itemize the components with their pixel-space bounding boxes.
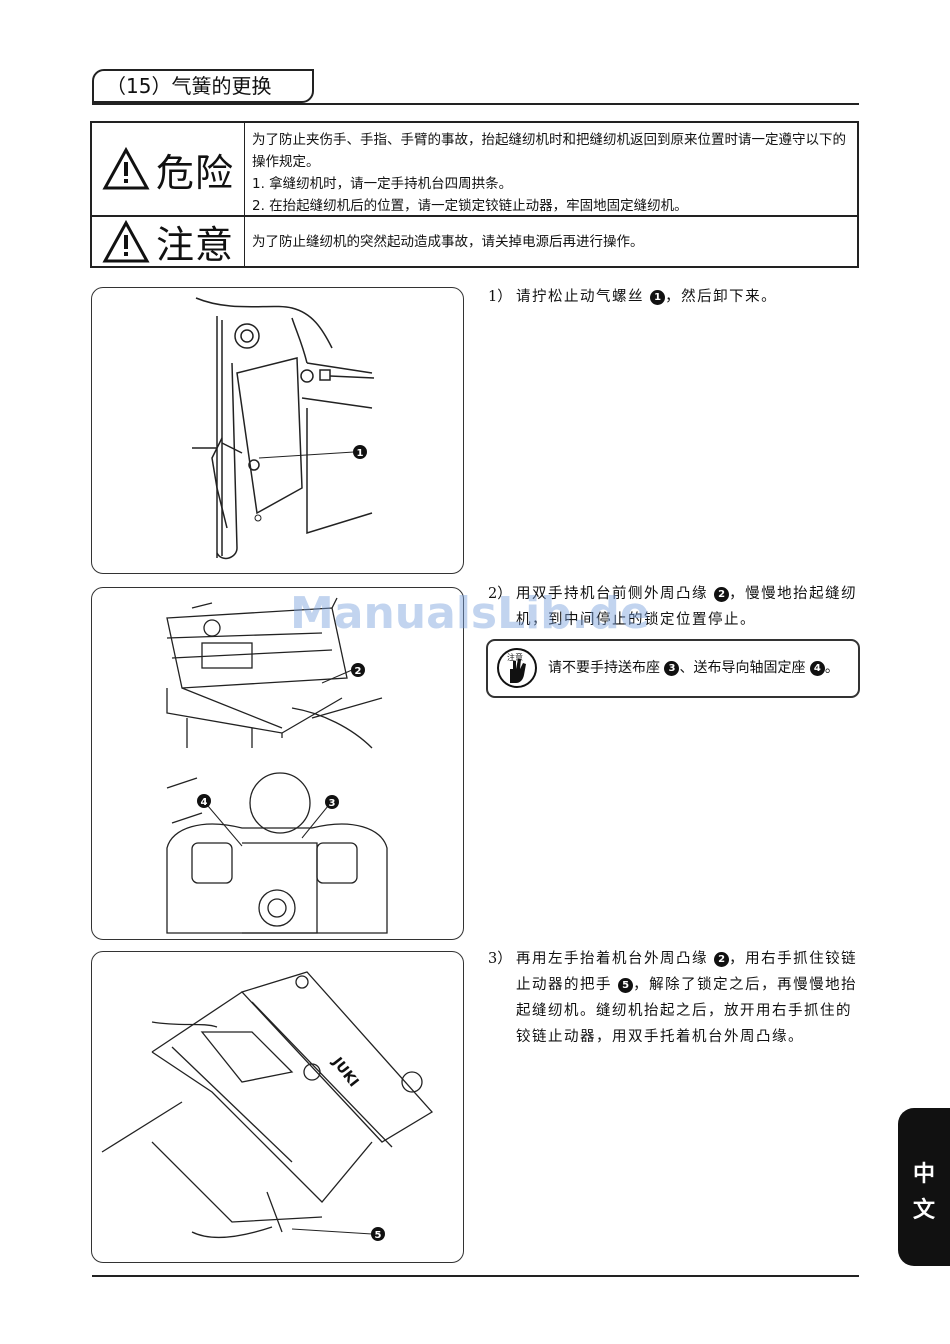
- side-tab-char-1: 中: [912, 1162, 935, 1187]
- section-rule: [92, 103, 859, 105]
- note-marker-4: 4: [809, 661, 825, 676]
- danger-label: 危险: [155, 150, 234, 195]
- figure-3-drawing: JUKI 5: [101, 971, 434, 1241]
- danger-intro: 为了防止夹伤手、手指、手臂的事故，抬起缝纫机时和把缝纫机返回到原来位置时请一定遵…: [252, 132, 846, 170]
- figure-1-marker: 1: [357, 448, 364, 459]
- warning-triangle-icon: [102, 219, 150, 262]
- caution-label-cell: 注意: [92, 217, 245, 267]
- step-3-number: 3）: [488, 951, 512, 967]
- note-text-pre: 请不要手持送布座: [548, 660, 665, 676]
- section-title: （15）气簧的更换: [92, 69, 314, 103]
- danger-item-2: 2. 在抬起缝纫机后的位置，请一定锁定铰链止动器，牢固地固定缝纫机。: [252, 198, 688, 214]
- figure-2-drawing: 2 4 3: [166, 597, 388, 934]
- figure-2-marker-2: 2: [355, 666, 362, 677]
- caution-text: 为了防止缝纫机的突然起动造成事故，请关掉电源后再进行操作。: [252, 234, 644, 250]
- figure-3: JUKI 5: [91, 951, 464, 1263]
- warning-triangle-icon: [102, 147, 150, 190]
- step-3-text-post: ，解除了锁定之后，再慢慢地抬起缝纫机。缝纫机抬起之后，放开用右手抓住的铰链止动器…: [516, 977, 858, 1045]
- figure-2-marker-4: 4: [201, 797, 208, 808]
- note-text-mid: 、送布导向轴固定座: [679, 660, 810, 676]
- figure-3-marker-5: 5: [375, 1230, 382, 1241]
- step-1-text-post: ，然后卸下来。: [665, 289, 778, 305]
- note-text-post: 。: [824, 660, 839, 676]
- step-3-text-mid: ，用右手抓住铰链止动器的把手: [516, 951, 858, 993]
- step-3: 3） 再用左手抬着机台外周凸缘 2，用右手抓住铰链止动器的把手 5，解除了锁定之…: [488, 946, 860, 1050]
- caution-note: 注意 请不要手持送布座 3、送布导向轴固定座 4。: [486, 639, 860, 698]
- danger-text: 为了防止夹伤手、手指、手臂的事故，抬起缝纫机时和把缝纫机返回到原来位置时请一定遵…: [252, 129, 849, 217]
- figure-1: 1: [91, 287, 464, 574]
- hand-caution-icon: 注意: [497, 648, 537, 688]
- step-2-text-post: ，慢慢地抬起缝纫机，到中间停止的锁定位置停止。: [516, 586, 858, 628]
- step-3-marker-2: 2: [714, 952, 730, 967]
- language-side-tab: 中 文: [898, 1108, 950, 1266]
- step-1: 1） 请拧松止动气螺丝 1，然后卸下来。: [488, 284, 860, 310]
- warning-table: 危险 为了防止夹伤手、手指、手臂的事故，抬起缝纫机时和把缝纫机返回到原来位置时请…: [90, 121, 859, 268]
- caution-row: 注意 为了防止缝纫机的突然起动造成事故，请关掉电源后再进行操作。: [92, 217, 857, 267]
- step-2-marker: 2: [714, 587, 730, 602]
- step-1-number: 1）: [488, 289, 512, 305]
- danger-item-1: 1. 拿缝纫机时，请一定手持机台四周拱条。: [252, 176, 513, 192]
- caution-label: 注意: [155, 223, 234, 267]
- caution-note-text: 请不要手持送布座 3、送布导向轴固定座 4。: [548, 657, 839, 677]
- step-2-text-pre: 用双手持机台前侧外周凸缘: [516, 586, 715, 602]
- step-2-number: 2）: [488, 586, 512, 602]
- figure-2: 2 4 3: [91, 587, 464, 940]
- step-1-marker: 1: [650, 290, 666, 305]
- danger-row: 危险 为了防止夹伤手、手指、手臂的事故，抬起缝纫机时和把缝纫机返回到原来位置时请…: [92, 123, 857, 217]
- footer-rule: [92, 1275, 859, 1277]
- step-3-marker-5: 5: [618, 978, 634, 993]
- figure-1-drawing: 1: [192, 297, 375, 560]
- watermark: ManualsLib.de: [290, 588, 650, 639]
- hand-caution-icon-label: 注意: [507, 652, 523, 662]
- danger-label-cell: 危险: [92, 123, 245, 215]
- step-3-text-pre: 再用左手抬着机台外周凸缘: [516, 951, 715, 967]
- figure-2-marker-3: 3: [329, 798, 336, 809]
- side-tab-char-2: 文: [912, 1198, 935, 1223]
- juki-logo: JUKI: [328, 1054, 361, 1090]
- step-1-text-pre: 请拧松止动气螺丝: [516, 289, 651, 305]
- note-marker-3: 3: [664, 661, 680, 676]
- step-2: 2） 用双手持机台前侧外周凸缘 2，慢慢地抬起缝纫机，到中间停止的锁定位置停止。: [488, 581, 860, 633]
